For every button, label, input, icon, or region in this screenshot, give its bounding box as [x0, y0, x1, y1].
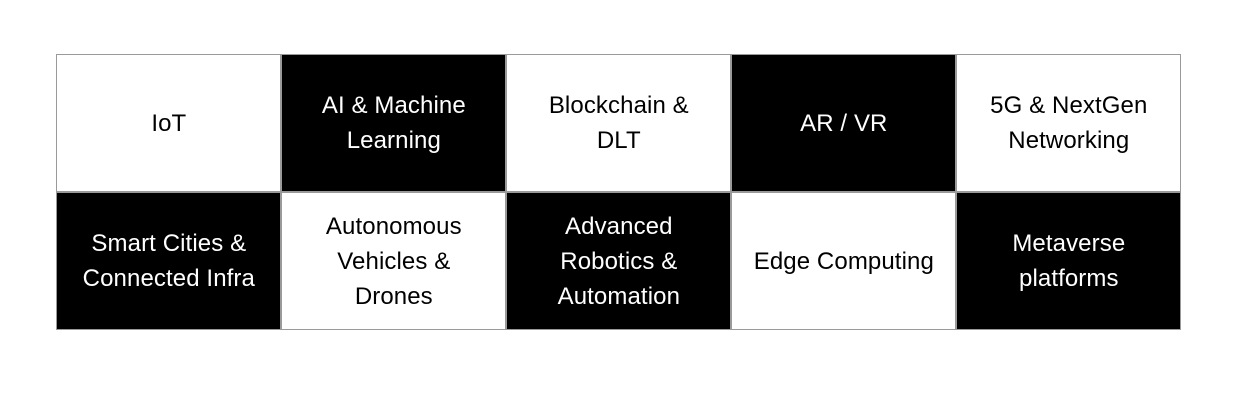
grid-cell-label: Autonomous Vehicles & Drones: [325, 212, 462, 310]
grid-cell-metaverse-platforms[interactable]: Metaverse platforms: [956, 192, 1182, 331]
grid-cell-label: Metaverse platforms: [1012, 230, 1126, 293]
grid-cell-iot[interactable]: IoT: [56, 54, 282, 193]
grid-cell-label: Edge Computing: [753, 247, 934, 275]
grid-cell-5g-nextgen-networking[interactable]: 5G & NextGen Networking: [956, 54, 1182, 193]
grid-cell-label: AR / VR: [800, 109, 888, 137]
grid-cell-smart-cities-connected-infra[interactable]: Smart Cities & Connected Infra: [56, 192, 282, 331]
grid-cell-autonomous-vehicles-drones[interactable]: Autonomous Vehicles & Drones: [281, 192, 507, 331]
grid-cell-edge-computing[interactable]: Edge Computing: [731, 192, 957, 331]
grid-cell-advanced-robotics-automation[interactable]: Advanced Robotics & Automation: [506, 192, 732, 331]
grid-cell-label: IoT: [151, 109, 187, 137]
grid-cell-ai-machine-learning[interactable]: AI & Machine Learning: [281, 54, 507, 193]
grid-cell-label: Advanced Robotics & Automation: [557, 212, 681, 310]
technology-domain-grid: IoT AI & Machine Learning Blockchain & D…: [56, 54, 1182, 331]
grid-cell-label: Smart Cities & Connected Infra: [82, 230, 255, 293]
grid-cell-label: 5G & NextGen Networking: [990, 92, 1148, 155]
grid-cell-blockchain-dlt[interactable]: Blockchain & DLT: [506, 54, 732, 193]
grid-cell-ar-vr[interactable]: AR / VR: [731, 54, 957, 193]
grid-cell-label: AI & Machine Learning: [321, 92, 466, 155]
grid-cell-label: Blockchain & DLT: [548, 92, 689, 155]
